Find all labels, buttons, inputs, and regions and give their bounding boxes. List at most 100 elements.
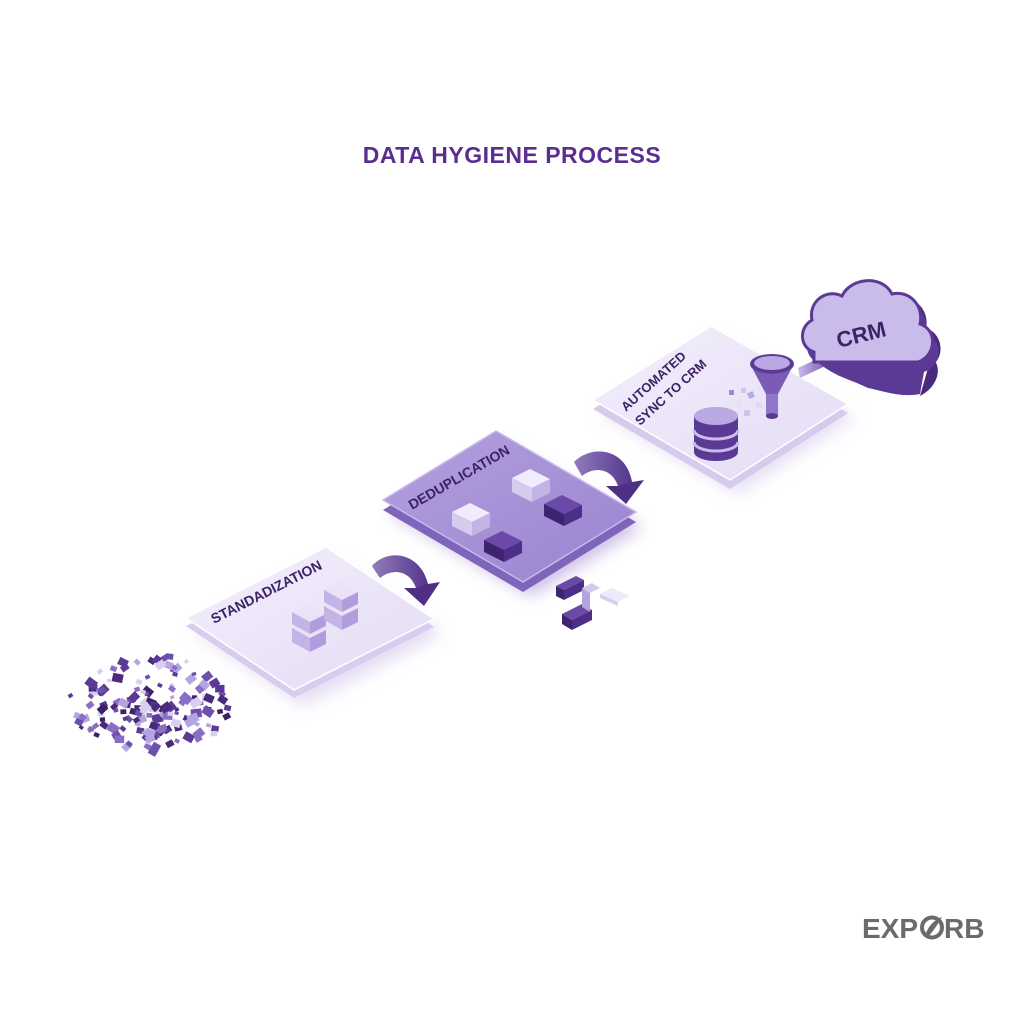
data-fragment (87, 692, 95, 700)
data-fragment (132, 716, 141, 724)
data-fragment (184, 672, 197, 685)
data-fragment (148, 721, 159, 731)
data-fragment (182, 731, 196, 744)
data-fragment (135, 713, 148, 725)
data-fragment (146, 712, 153, 718)
funnel-icon (750, 354, 794, 419)
data-fragment (107, 678, 112, 683)
data-fragment (85, 700, 95, 710)
data-fragment (119, 663, 130, 673)
data-fragment (93, 731, 100, 738)
data-fragment (147, 746, 159, 757)
deduplication-cubes-icon (452, 469, 582, 562)
data-fragment (205, 722, 212, 728)
data-fragment (119, 725, 127, 733)
data-fragment (165, 739, 175, 749)
standardization-blocks-icon (292, 582, 358, 652)
data-fragment (167, 711, 173, 716)
data-fragment (165, 727, 171, 733)
data-fragment (135, 678, 143, 686)
data-fragment (78, 713, 87, 722)
data-fragment (127, 691, 141, 704)
data-fragment (144, 727, 156, 739)
data-fragment (144, 674, 151, 680)
data-fragment (203, 692, 215, 704)
data-fragment (134, 709, 143, 718)
data-fragment (109, 665, 118, 673)
data-fragment (167, 684, 177, 693)
data-fragment (154, 659, 167, 671)
data-fragment (178, 698, 187, 707)
brand-text-before: EXP (862, 913, 918, 944)
data-fragment (183, 658, 189, 665)
data-fragment (216, 708, 224, 715)
data-fragment (165, 653, 174, 660)
data-fragment (67, 692, 74, 699)
data-fragment (188, 696, 203, 709)
stage-deduplication-tile (381, 430, 642, 596)
data-fragment (138, 701, 152, 715)
data-fragment (174, 738, 180, 744)
data-fragment (109, 702, 119, 711)
data-fragment (74, 717, 84, 727)
data-fragment (78, 724, 84, 731)
data-fragment (201, 705, 215, 719)
data-fragment (194, 721, 200, 727)
data-fragment (122, 715, 129, 722)
data-fragment (84, 676, 99, 690)
diagram-title: DATA HYGIENE PROCESS (362, 142, 662, 168)
data-particles-icon (729, 388, 762, 416)
data-fragment (215, 684, 225, 693)
data-fragment (198, 678, 211, 691)
data-fragment (111, 730, 122, 741)
deduplication-output-blocks-icon (556, 576, 630, 630)
data-fragment (178, 691, 193, 706)
data-fragment (156, 723, 168, 735)
data-fragment (150, 701, 162, 713)
data-fragment (192, 727, 206, 740)
data-fragment (147, 656, 157, 666)
data-fragment (114, 735, 125, 744)
data-fragment (186, 712, 200, 725)
data-fragment (208, 677, 221, 689)
raw-data-fragments-icon (67, 653, 232, 757)
data-fragment (150, 741, 162, 752)
brand-text-after: RB (944, 913, 984, 944)
data-fragment (210, 730, 218, 737)
data-fragment (111, 672, 124, 684)
data-fragment (156, 682, 163, 689)
data-fragment (120, 709, 127, 715)
data-fragment (169, 695, 175, 700)
brand-o-leaf-icon (920, 915, 944, 940)
data-fragment (217, 694, 229, 705)
data-fragment (223, 704, 232, 712)
data-fragment (99, 717, 106, 722)
data-fragment (163, 660, 175, 671)
database-icon (692, 407, 740, 461)
data-fragment (96, 703, 109, 715)
data-fragment (97, 686, 107, 696)
data-fragment (191, 671, 197, 677)
data-fragment (211, 725, 220, 733)
data-fragment (140, 689, 147, 695)
data-fragment (159, 701, 173, 714)
data-fragment (170, 718, 182, 729)
data-fragment (96, 668, 104, 675)
data-fragment (99, 720, 109, 730)
data-fragment (117, 697, 130, 709)
data-fragment (171, 664, 178, 671)
data-fragment (174, 710, 180, 716)
data-fragment (87, 726, 95, 732)
data-fragment (125, 740, 133, 748)
data-fragment (141, 685, 155, 698)
data-fragment (222, 712, 232, 721)
data-fragment (133, 686, 141, 693)
data-fragment (172, 671, 179, 677)
data-fragment (169, 682, 176, 689)
data-fragment (113, 707, 119, 713)
arrow-1-icon (372, 555, 440, 606)
brand-logo: EXP RB (862, 913, 984, 944)
arrow-2-icon (574, 451, 644, 504)
